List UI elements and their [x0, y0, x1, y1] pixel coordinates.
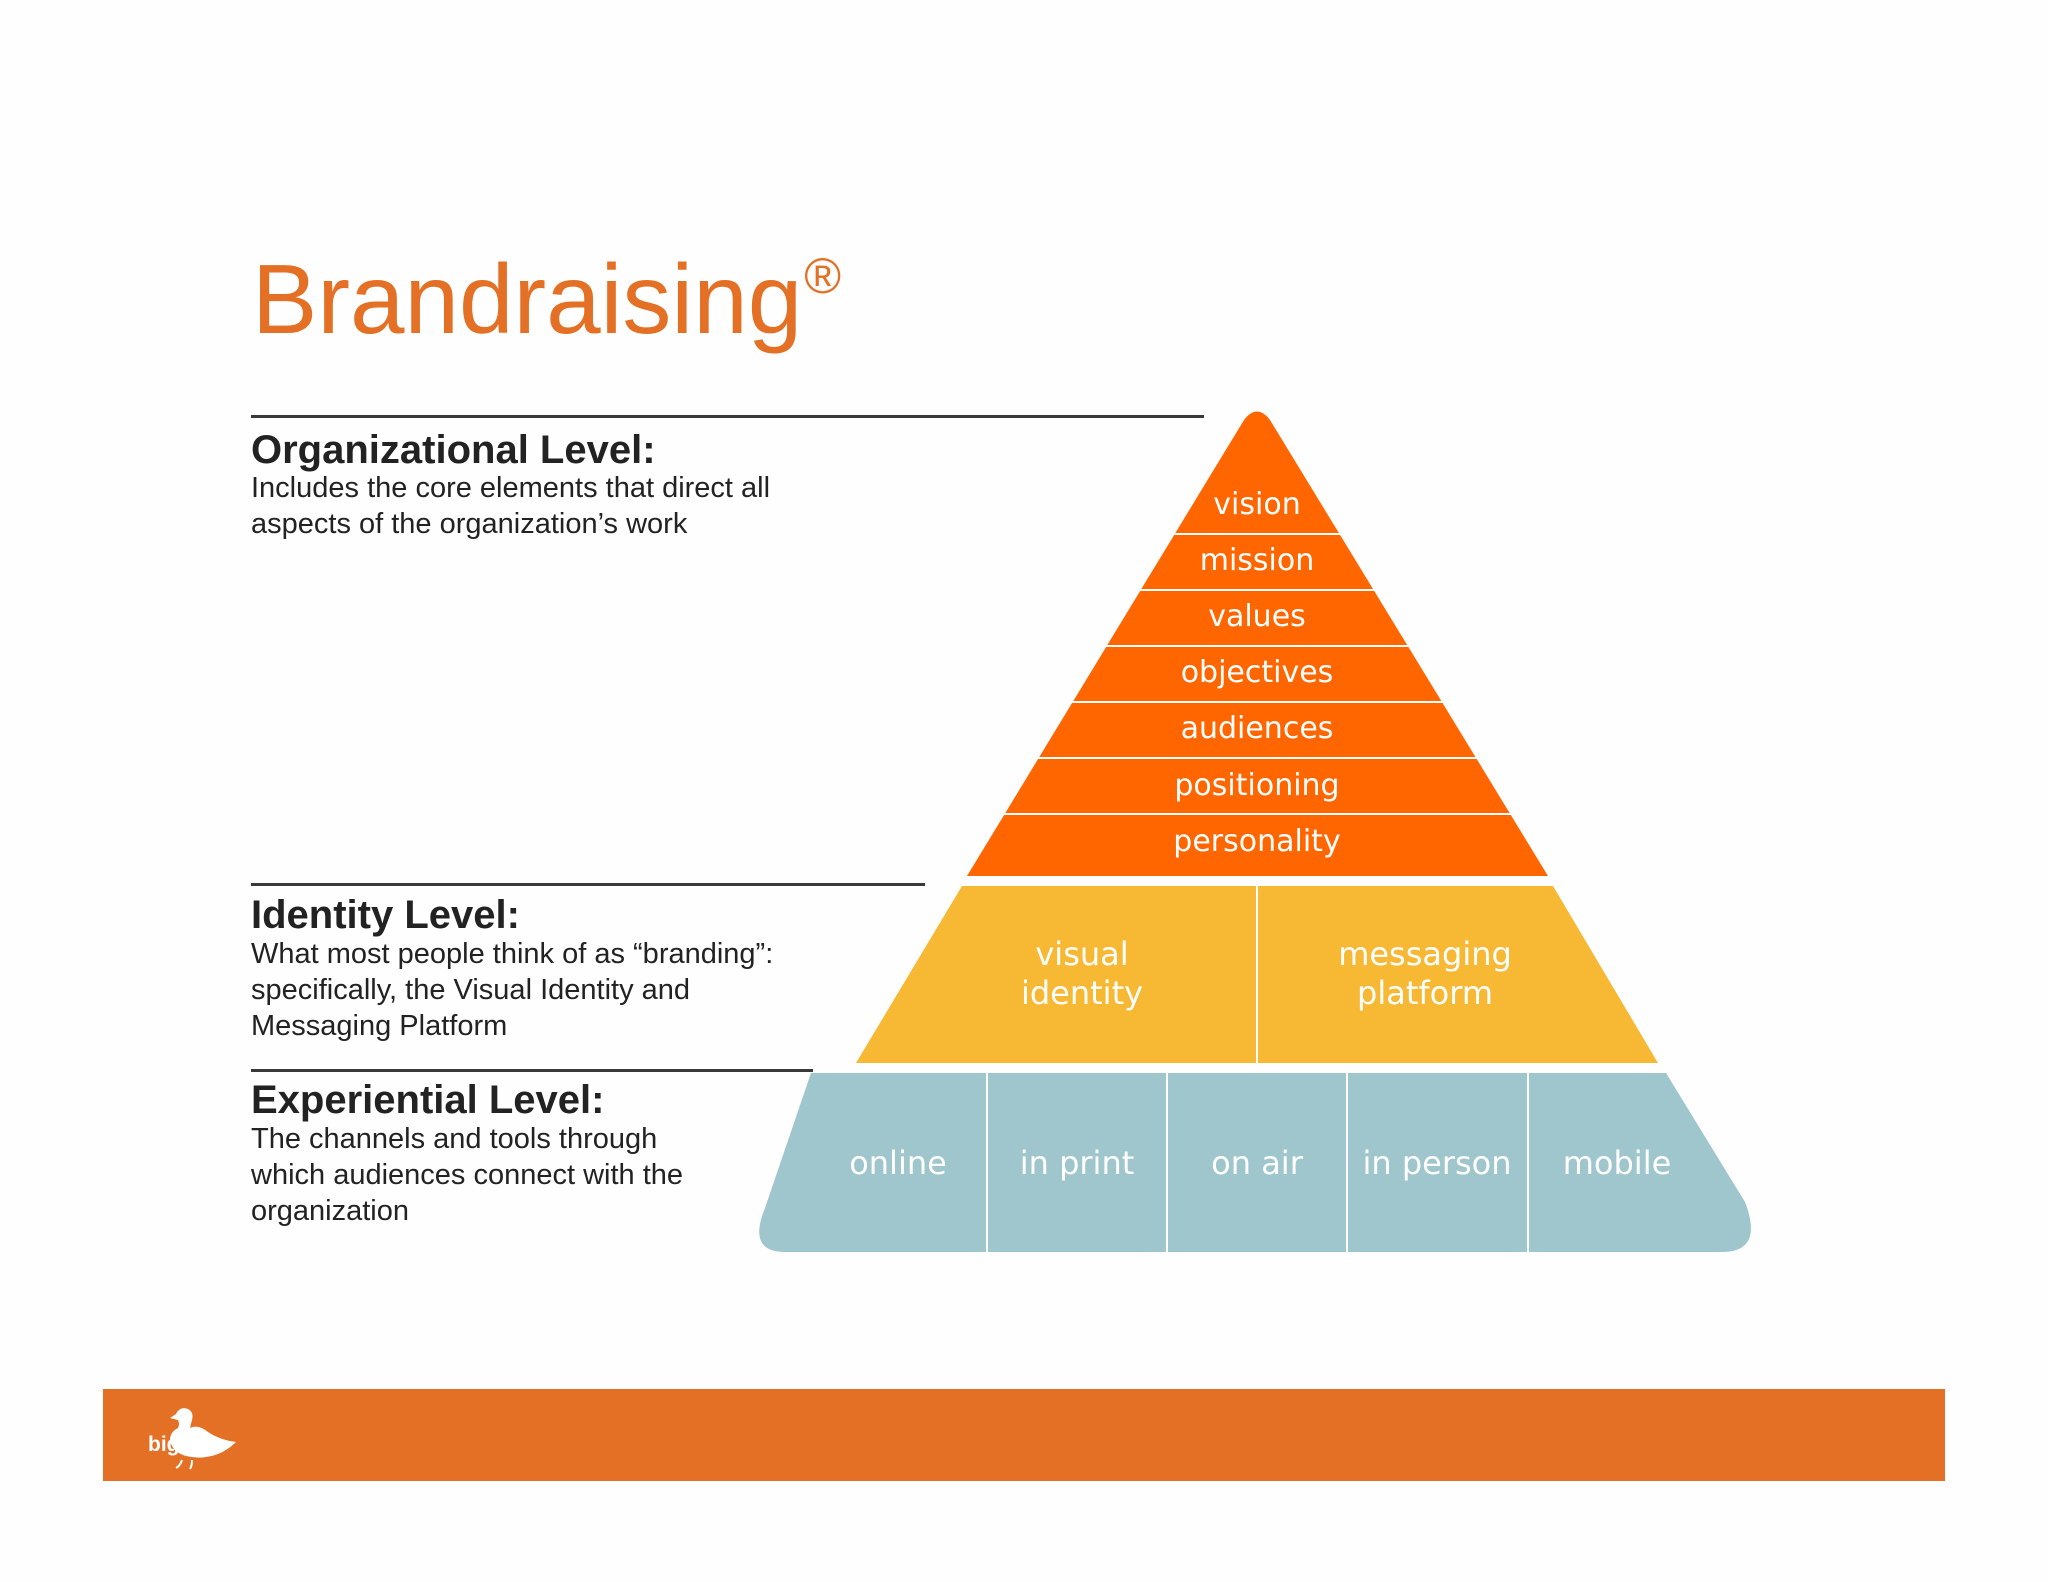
- messaging-platform-line1: messaging: [1338, 935, 1512, 973]
- slide-title: Brandraising®: [252, 250, 841, 348]
- footer-bar: [103, 1389, 1945, 1481]
- pyramid-label-positioning: positioning: [1174, 768, 1339, 803]
- pyramid-label-mission: mission: [1200, 543, 1315, 578]
- experiential-tier: [759, 1073, 1751, 1252]
- pyramid-label-mobile: mobile: [1563, 1144, 1672, 1182]
- experiential-divider: [251, 1069, 813, 1072]
- messaging-platform-line2: platform: [1357, 974, 1493, 1012]
- organizational-description: Includes the core elements that direct a…: [251, 472, 771, 540]
- footer-logo: big: [146, 1402, 246, 1472]
- logo-text: big: [148, 1433, 180, 1456]
- pyramid-label-audiences: audiences: [1181, 711, 1334, 746]
- duck-icon: [170, 1408, 236, 1470]
- organizational-heading: Organizational Level:: [251, 428, 656, 472]
- pyramid-label-vision: vision: [1213, 487, 1300, 522]
- pyramid-label-objectives: objectives: [1181, 655, 1334, 690]
- identity-divider: [251, 883, 925, 886]
- pyramid-label-online: online: [849, 1144, 947, 1182]
- pyramid-label-messaging-platform-2: platform: [1357, 974, 1493, 1012]
- pyramid-label-personality: personality: [1173, 824, 1340, 859]
- visual-identity-line2: identity: [1021, 974, 1143, 1012]
- visual-identity-line1: visual: [1035, 935, 1128, 973]
- experiential-heading: Experiential Level:: [251, 1078, 605, 1122]
- pyramid-label-in-person: in person: [1362, 1144, 1511, 1182]
- slide-title-text: Brandraising: [252, 244, 803, 354]
- pyramid-label-in-print: in print: [1020, 1144, 1135, 1182]
- identity-description: What most people think of as “branding”:…: [251, 938, 774, 1042]
- identity-heading: Identity Level:: [251, 893, 520, 937]
- organizational-tier: [967, 411, 1548, 876]
- pyramid-label-values: values: [1208, 599, 1306, 634]
- pyramid-label-on-air: on air: [1211, 1144, 1304, 1182]
- registered-mark: ®: [804, 248, 842, 304]
- experiential-description: The channels and tools through which aud…: [251, 1123, 684, 1227]
- organizational-divider: [251, 415, 1204, 418]
- pyramid-label-visual-identity: visual: [1035, 935, 1128, 973]
- pyramid-label-visual-identity-2: identity: [1021, 974, 1143, 1012]
- pyramid-label-messaging-platform: messaging: [1338, 935, 1512, 973]
